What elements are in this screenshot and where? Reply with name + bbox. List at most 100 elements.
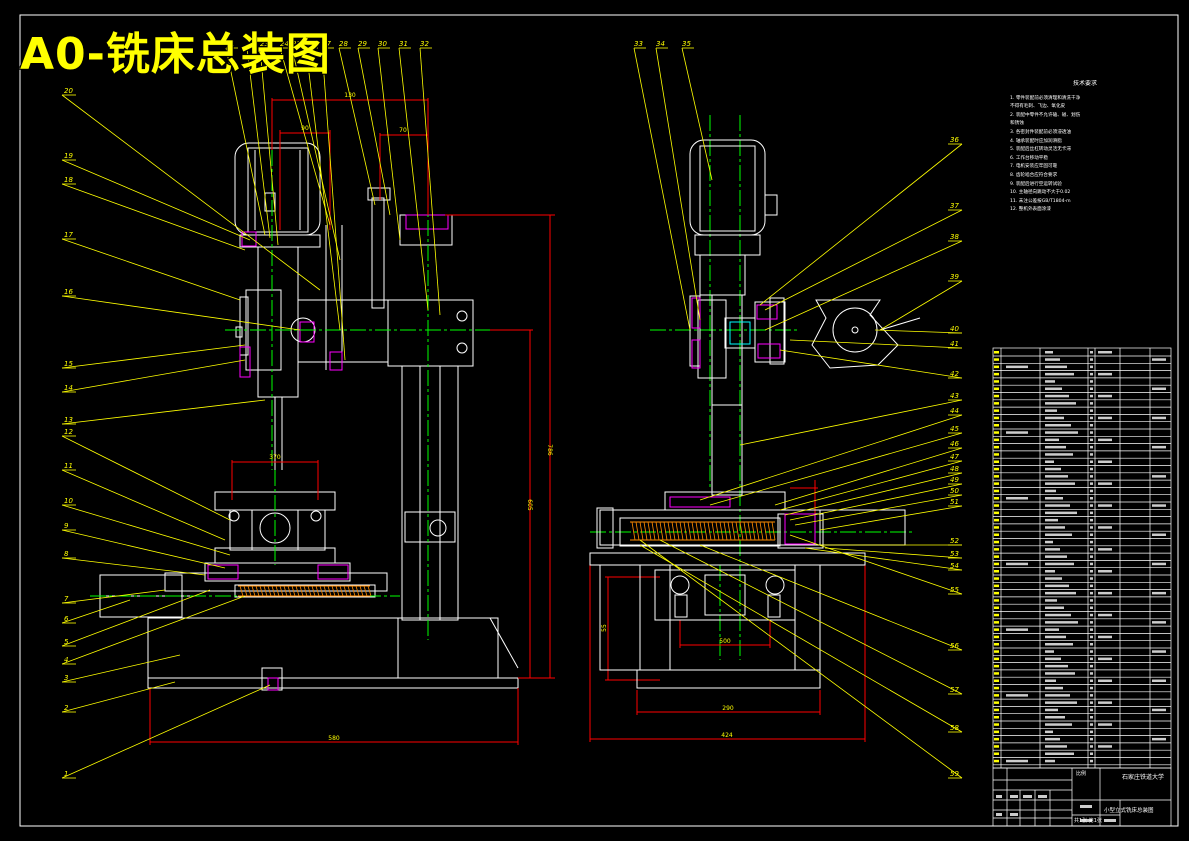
bom-name-mark xyxy=(1045,621,1078,624)
leader-line xyxy=(321,47,346,361)
bom-name-mark xyxy=(1045,723,1072,726)
bom-index-mark xyxy=(994,555,999,558)
leader-line xyxy=(759,143,963,306)
callout-54: 54 xyxy=(950,562,959,570)
bom-index-mark xyxy=(994,416,999,420)
bom-index-mark xyxy=(994,409,999,412)
note-line: 和锈蚀 xyxy=(1010,121,1024,127)
bom-name-mark xyxy=(1045,533,1072,536)
bom-name-mark xyxy=(1045,387,1062,390)
bom-name-mark xyxy=(1045,657,1061,661)
bom-name-mark xyxy=(1045,737,1060,741)
callout-30: 30 xyxy=(378,40,387,48)
bom-qty-mark xyxy=(1090,533,1093,536)
callout-18: 18 xyxy=(64,176,73,184)
drawing-title: A0-铣床总装图 xyxy=(20,29,331,80)
thread-tick xyxy=(695,521,700,541)
callout-40: 40 xyxy=(950,325,959,333)
callout-46: 46 xyxy=(950,440,959,448)
callout-22: 22 xyxy=(247,40,256,48)
thread-tick xyxy=(275,585,280,597)
title-block xyxy=(992,767,1172,827)
bom-index-mark xyxy=(994,540,999,544)
leader-line xyxy=(699,544,963,651)
bom-note-mark xyxy=(1152,650,1166,653)
bom-index-mark xyxy=(994,701,999,704)
callout-16: 16 xyxy=(64,288,73,296)
bom-name-mark xyxy=(1045,372,1074,376)
title-block-school: 石家庄铁道大学 xyxy=(1122,774,1165,781)
callout-57: 57 xyxy=(950,686,959,694)
bom-code-mark xyxy=(1006,694,1028,697)
thread-tick xyxy=(643,521,648,541)
bom-name-mark xyxy=(1045,380,1055,383)
thread-tick xyxy=(663,521,668,541)
bom-qty-mark xyxy=(1090,438,1093,442)
bom-qty-mark xyxy=(1090,584,1093,588)
bom-index-mark xyxy=(994,672,999,675)
bom-material-mark xyxy=(1098,416,1112,420)
thread-tick xyxy=(315,585,320,597)
thread-tick xyxy=(239,585,244,597)
thread-tick xyxy=(263,585,268,597)
bom-qty-mark xyxy=(1090,475,1093,478)
thread-tick xyxy=(731,521,736,541)
bom-qty-mark xyxy=(1090,628,1093,631)
leader-line xyxy=(61,399,266,425)
dimension-290: 290 xyxy=(722,705,734,712)
bom-qty-mark xyxy=(1090,672,1093,675)
bom-material-mark xyxy=(1098,526,1112,529)
thread-tick xyxy=(727,521,732,541)
bom-note-mark xyxy=(1152,533,1166,536)
thread-tick xyxy=(667,521,672,541)
bom-qty-mark xyxy=(1090,445,1093,449)
callout-49: 49 xyxy=(950,476,959,484)
leader-line xyxy=(61,589,166,604)
thread-tick xyxy=(359,585,364,597)
bom-name-mark xyxy=(1045,643,1073,646)
callout-55: 55 xyxy=(950,586,959,594)
thread-tick xyxy=(747,521,752,541)
bom-qty-mark xyxy=(1090,694,1093,697)
leader-line xyxy=(709,432,963,506)
leader-line xyxy=(61,504,231,556)
bom-index-mark xyxy=(994,570,999,573)
bom-name-mark xyxy=(1045,716,1065,719)
bom-qty-mark xyxy=(1090,730,1093,734)
bom-name-mark xyxy=(1045,526,1065,529)
thread-tick xyxy=(763,521,768,541)
bom-index-mark xyxy=(994,759,999,763)
bom-material-mark xyxy=(1098,394,1112,398)
callout-27: 27 xyxy=(322,40,331,48)
thread-tick xyxy=(247,585,252,597)
callout-3: 3 xyxy=(64,674,68,682)
note-line: 11. 未注公差按GB/T1804-m xyxy=(1010,198,1071,204)
note-line: 4. 轴承装配时应加润滑脂 xyxy=(1010,138,1062,144)
dimension-424: 424 xyxy=(721,732,733,739)
thread-tick xyxy=(687,521,692,541)
bom-qty-mark xyxy=(1090,679,1093,682)
machine-base xyxy=(147,617,499,679)
leader-line xyxy=(259,47,279,246)
bom-qty-mark xyxy=(1090,504,1093,507)
bom-index-mark xyxy=(994,424,999,427)
bom-qty-mark xyxy=(1090,518,1093,522)
leader-line xyxy=(779,460,963,511)
callout-38: 38 xyxy=(950,233,959,241)
thread-tick xyxy=(751,521,756,541)
callout-8: 8 xyxy=(64,550,69,558)
thread-tick xyxy=(635,521,640,541)
bom-name-mark xyxy=(1045,708,1058,712)
bom-name-mark xyxy=(1045,730,1053,734)
bom-index-mark xyxy=(994,635,999,639)
bom-index-mark xyxy=(994,737,999,741)
callout-35: 35 xyxy=(682,40,691,48)
bom-name-mark xyxy=(1045,540,1053,544)
thread-tick xyxy=(347,585,352,597)
thread-tick xyxy=(675,521,680,541)
dimension-370: 370 xyxy=(269,454,281,461)
thread-tick xyxy=(743,521,748,541)
bom-name-mark xyxy=(1045,613,1071,617)
bom-index-mark xyxy=(994,723,999,726)
callout-25: 25 xyxy=(292,40,301,48)
